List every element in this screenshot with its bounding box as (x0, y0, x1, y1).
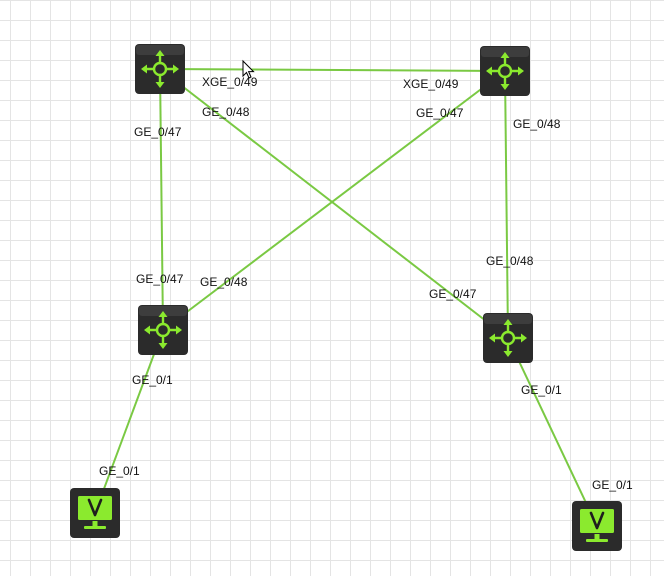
network-switch-icon (478, 44, 532, 98)
port-label: GE_0/1 (592, 478, 633, 492)
port-label: GE_0/1 (132, 373, 173, 387)
port-label: GE_0/48 (486, 254, 534, 268)
host-terminal-icon (68, 486, 122, 540)
link-ge47-left[interactable] (159, 68, 164, 331)
port-label: GE_0/47 (136, 272, 184, 286)
port-label: XGE_0/49 (202, 75, 258, 89)
mouse-pointer-icon (242, 59, 255, 79)
link-ge1-right-host[interactable] (507, 337, 598, 527)
port-label: GE_0/47 (416, 106, 464, 120)
pc-right[interactable] (570, 499, 624, 553)
switch-top-right[interactable] (478, 44, 532, 98)
port-labels: XGE_0/49 XGE_0/49 GE_0/47 GE_0/47 GE_0/4… (99, 75, 633, 492)
port-label: GE_0/48 (513, 117, 561, 131)
port-label: GE_0/48 (200, 275, 248, 289)
port-label: GE_0/47 (134, 125, 182, 139)
network-switch-icon (481, 311, 535, 365)
switch-bottom-right[interactable] (481, 311, 535, 365)
port-label: GE_0/1 (521, 383, 562, 397)
links (94, 68, 598, 527)
link-ge47-ge48-cross[interactable] (162, 70, 506, 331)
switch-bottom-left[interactable] (136, 303, 190, 357)
host-terminal-icon (570, 499, 624, 553)
port-label: GE_0/47 (429, 287, 477, 301)
link-ge48-ge47-cross[interactable] (159, 68, 509, 339)
port-label: GE_0/1 (99, 464, 140, 478)
pc-left[interactable] (68, 486, 122, 540)
network-switch-icon (133, 42, 187, 96)
link-ge48-right[interactable] (504, 70, 509, 339)
port-label: GE_0/48 (202, 105, 250, 119)
link-ge1-left-host[interactable] (94, 329, 164, 514)
network-switch-icon (136, 303, 190, 357)
port-label: XGE_0/49 (403, 77, 459, 91)
switch-top-left[interactable] (133, 42, 187, 96)
link-xge49-top[interactable] (159, 68, 506, 72)
